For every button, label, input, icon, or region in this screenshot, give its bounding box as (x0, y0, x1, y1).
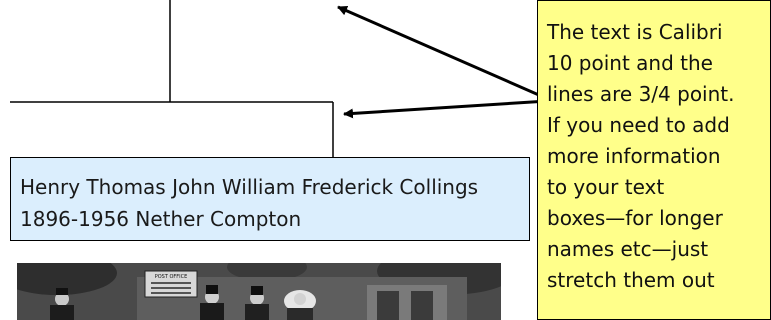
note-line: names etc—just (547, 237, 709, 261)
instruction-note-box[interactable]: The text is Calibri 10 point and the lin… (537, 0, 771, 320)
note-line: The text is Calibri (547, 20, 723, 44)
note-line: 10 point and the (547, 51, 713, 75)
person-name: Henry Thomas John William Frederick Coll… (20, 175, 479, 199)
note-line: lines are 3/4 point. (547, 82, 735, 106)
arrow-to-middle-line (343, 99, 549, 119)
note-line: If you need to add (547, 113, 730, 137)
historic-photo: POST OFFICE (17, 263, 501, 320)
note-line: stretch them out (547, 268, 715, 292)
arrow-to-top-line (337, 5, 549, 101)
note-line: boxes—for longer (547, 206, 723, 230)
person-text-box[interactable]: Henry Thomas John William Frederick Coll… (10, 157, 530, 241)
post-office-sign-title: POST OFFICE (155, 274, 188, 280)
note-line: to your text (547, 175, 665, 199)
note-line: more information (547, 144, 721, 168)
photo-illustration: POST OFFICE (17, 263, 501, 320)
person-details: 1896-1956 Nether Compton (20, 207, 302, 231)
